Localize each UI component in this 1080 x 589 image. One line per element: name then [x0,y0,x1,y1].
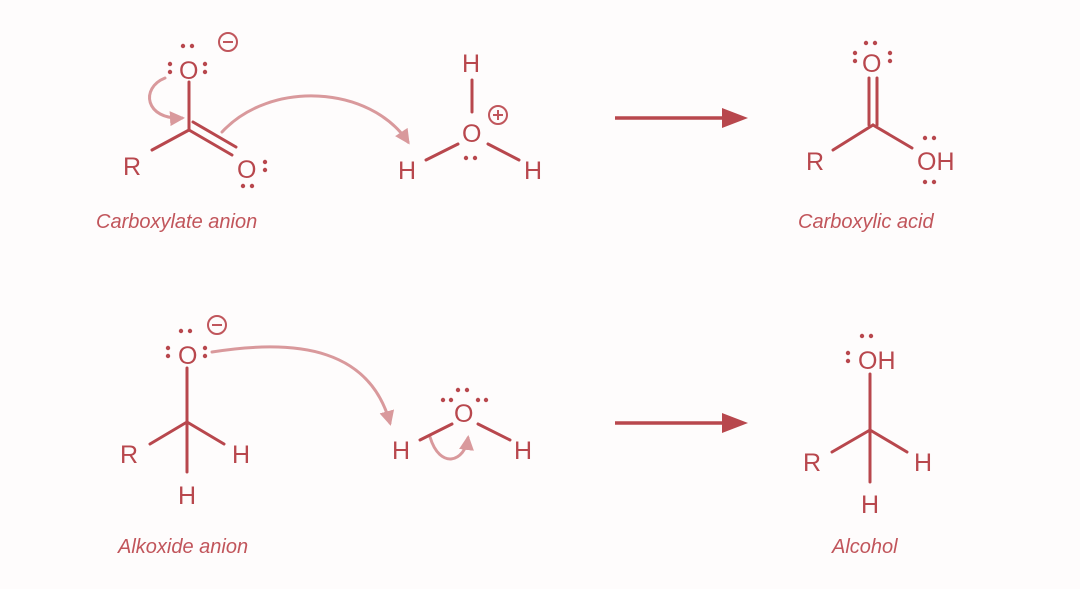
caption-carboxylic-acid: Carboxylic acid [798,211,934,233]
positive-charge-icon [488,105,508,125]
atom-h-alcohol-right: H [914,449,932,477]
atom-h-water-right: H [514,437,532,465]
carboxylic-acid: O R OH [806,40,955,185]
atom-oh-acid: OH [917,148,955,176]
atom-h-right: H [524,157,542,185]
bond-c-o-double-1 [187,128,234,157]
atom-h-alkoxide-right: H [232,441,250,469]
atom-h-alkoxide-bottom: H [178,482,196,510]
atom-o-carbonyl-acid: O [862,50,881,78]
atom-h-top: H [462,50,480,78]
atom-oh-alcohol: OH [858,347,896,375]
curly-arrow-bond-to-oxygen [428,435,474,461]
atom-o-anion: O [179,57,198,85]
atom-r-alkoxide: R [120,441,138,469]
hydronium-ion: H O H H [398,50,542,185]
atom-r-acid: R [806,148,824,176]
caption-carboxylate-anion: Carboxylate anion [96,211,257,233]
atom-r: R [123,153,141,181]
atom-o-water: O [454,400,473,428]
negative-charge-icon [207,315,227,335]
caption-alcohol: Alcohol [831,536,898,558]
curly-arrow-alkoxide-to-water [210,345,395,426]
reaction-arrow-2 [615,413,748,433]
bond-r-c [150,128,191,152]
atom-h-left: H [398,157,416,185]
reaction-arrow-1 [615,108,748,128]
negative-charge-icon [218,32,238,52]
carboxylate-anion: R O O [123,32,268,189]
water-molecule: O H H [392,387,532,465]
caption-alkoxide-anion: Alkoxide anion [117,536,248,558]
bond-c-o-double-2 [191,120,238,149]
atom-o-carbonyl: O [237,156,256,184]
atom-h-alcohol-bottom: H [861,491,879,519]
curly-arrow-carboxylate-to-hydronium [220,94,410,145]
atom-h-water-left: H [392,437,410,465]
atom-r-alcohol: R [803,449,821,477]
atom-o-hydronium: O [462,120,481,148]
alkoxide-anion: O R H H [120,315,250,510]
alcohol: OH R H H [803,333,932,519]
curly-arrow-lonepair-to-bond [148,76,185,127]
atom-o-alkoxide: O [178,342,197,370]
